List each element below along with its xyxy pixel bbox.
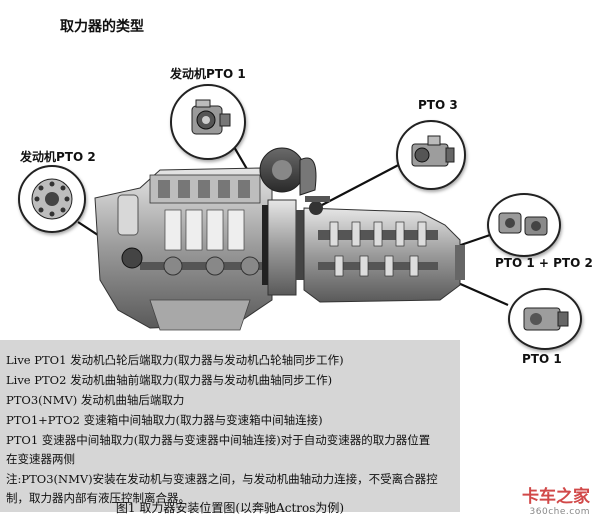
transmission	[303, 196, 465, 303]
pto-3-callout	[396, 120, 466, 190]
description-box: Live PTO1 发动机凸轮后端取力(取力器与发动机凸轮轴同步工作) Live…	[0, 340, 460, 512]
watermark-logo: 卡车之家	[522, 487, 590, 507]
watermark: 卡车之家 360che.com	[522, 482, 590, 517]
pto-1-callout	[508, 288, 582, 350]
description-line: PTO1+PTO2 变速箱中间轴取力(取力器与变速箱中间轴连接)	[6, 413, 323, 427]
pto-1-2-label: PTO 1 + PTO 2	[495, 256, 593, 270]
watermark-url: 360che.com	[529, 507, 590, 517]
pto-engine-2-callout	[18, 165, 86, 233]
turbocharger	[259, 147, 317, 196]
pto-engine-1-callout	[170, 84, 246, 160]
flywheel-housing	[262, 199, 304, 296]
pto-engine-1-label: 发动机PTO 1	[170, 67, 246, 81]
description-line: 注:PTO3(NMV)安装在发动机与变速器之间，与发动机曲轴动力连接，不受离合器…	[6, 472, 438, 486]
pto-unit-icon	[411, 135, 455, 167]
pto-unit-icon	[191, 99, 231, 135]
engine-block	[94, 167, 273, 331]
description-line: 在变速器两侧	[6, 452, 75, 466]
figure-caption: 图1 取力器安装位置图(以奔驰Actros为例)	[115, 501, 345, 515]
dual-pto-icon	[498, 212, 548, 236]
description-line: PTO3(NMV) 发动机曲轴后端取力	[6, 393, 185, 407]
description-line: PTO1 变速器中间轴取力(取力器与变速器中间轴连接)对于自动变速器的取力器位置	[6, 433, 431, 447]
description-line: Live PTO1 发动机凸轮后端取力(取力器与发动机凸轮轴同步工作)	[6, 353, 344, 367]
pto-engine-2-label: 发动机PTO 2	[20, 150, 96, 164]
pto-1-label: PTO 1	[522, 352, 562, 366]
description-line: 制，取力器内部有液压控制离合器。	[6, 491, 190, 505]
description-line: Live PTO2 发动机曲轴前端取力(取力器与发动机曲轴同步工作)	[6, 373, 333, 387]
pto-3-label: PTO 3	[418, 98, 458, 112]
pto-unit-icon	[523, 307, 569, 331]
pto-1-2-callout	[487, 193, 561, 257]
flange-icon	[31, 178, 73, 220]
page-title: 取力器的类型	[60, 19, 144, 35]
